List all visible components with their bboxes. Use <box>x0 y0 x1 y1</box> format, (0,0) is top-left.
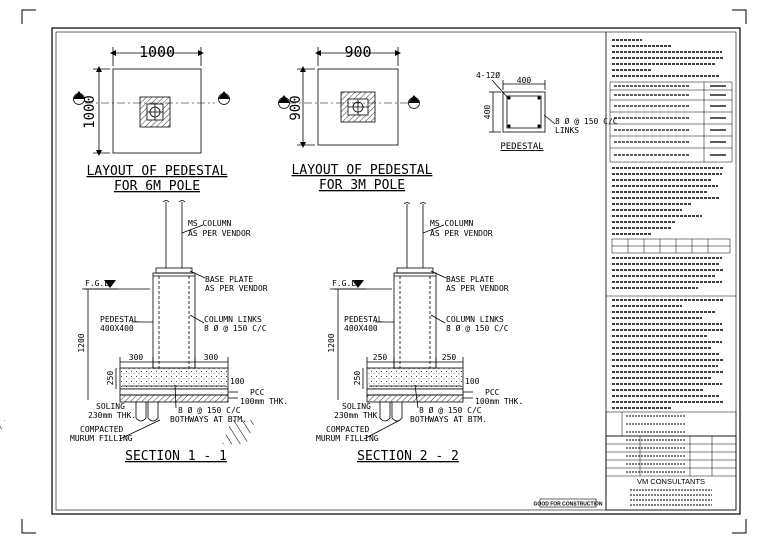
sheet-border <box>21 9 747 534</box>
svg-text:GOOD FOR CONSTRUCTION: GOOD FOR CONSTRUCTION <box>534 502 603 508</box>
title-block-rows <box>626 415 686 473</box>
plan-3m-width-dim: 900 <box>344 43 371 61</box>
s2-links-2: 8 Ø @ 150 C/C <box>446 323 509 333</box>
s1-pedestal-1: PEDESTAL <box>100 315 139 324</box>
s1-soling-2: 230mm THK. <box>88 411 136 420</box>
s2-pedestal-1: PEDESTAL <box>344 315 383 324</box>
section-marker-left-2 <box>278 95 290 109</box>
plan-3m-side-dim: 900 <box>288 95 304 120</box>
s1-height-dim: 1200 <box>77 333 86 352</box>
section-marker-right-1 <box>218 91 230 105</box>
notes-text-block <box>612 39 726 409</box>
s1-base-plate-2: AS PER VENDOR <box>205 284 268 293</box>
plan-6m-title-line2: FOR 6M POLE <box>114 179 200 194</box>
section-marker-right-2 <box>408 95 420 109</box>
plan-6m-title-line1: LAYOUT OF PEDESTAL <box>87 164 228 179</box>
company-details <box>630 489 712 506</box>
pedestal-width-dim: 400 <box>517 76 532 85</box>
pedestal-links-label: 8 Ø @ 150 C/C <box>555 116 618 126</box>
schedule-table <box>609 81 733 163</box>
s1-links-2: 8 Ø @ 150 C/C <box>204 323 267 333</box>
s2-base-plate-2: AS PER VENDOR <box>446 284 509 293</box>
s2-soling-1: SOLING <box>342 402 371 411</box>
company-name: VM CONSULTANTS <box>637 477 705 486</box>
pedestal-detail: 4-12Ø 400 400 8 Ø @ 150 C/C LINKS PEDEST… <box>476 70 618 152</box>
s2-pedestal-2: 400X400 <box>344 324 378 333</box>
s2-width-right: 250 <box>442 353 457 362</box>
s1-soling-1: SOLING <box>96 402 125 411</box>
pedestal-links-label-2: LINKS <box>555 126 579 135</box>
pedestal-height-dim: 400 <box>483 105 492 120</box>
plan-6m-pole: 1000 1000 LAYOUT OF PEDESTAL FOR 6M POLE <box>73 43 230 194</box>
plan-3m-pole: 900 900 LAYOUT OF PEDESTAL FOR 3M POLE <box>278 43 433 193</box>
section-2-title: SECTION 2 - 2 <box>357 449 459 464</box>
plan-6m-width-dim: 1000 <box>139 43 175 61</box>
s1-pcc-dim: 100 <box>230 377 245 386</box>
s1-links-1: COLUMN LINKS <box>204 315 262 324</box>
s2-ms-column-1: MS COLUMN <box>430 219 474 228</box>
s2-soling-2: 230mm THK. <box>334 411 382 420</box>
s1-pcc-2: 100mm THK. <box>240 397 288 406</box>
section-marker-left-1 <box>73 91 85 105</box>
s2-murum-1: COMPACTED <box>326 425 370 434</box>
s1-pcc-1: PCC <box>250 388 265 397</box>
good-for-construction-stamp: GOOD FOR CONSTRUCTION <box>534 498 603 508</box>
s2-murum-2: MURUM FILLING <box>316 434 379 443</box>
s2-fgl: F.G.L. <box>332 279 361 288</box>
s2-height-dim: 1200 <box>327 333 336 352</box>
section-1-1: MS COLUMN AS PER VENDOR F.G.L. BASE PLAT… <box>0 200 288 464</box>
plan-3m-title-line1: LAYOUT OF PEDESTAL <box>292 163 433 178</box>
s2-width-left: 250 <box>373 353 388 362</box>
s1-fgl: F.G.L. <box>85 279 114 288</box>
section-2-2: MS COLUMN AS PER VENDOR F.G.L. BASE PLAT… <box>222 202 523 464</box>
s1-width-left: 300 <box>129 353 144 362</box>
notes-panel <box>605 32 736 510</box>
lap-table <box>611 238 731 254</box>
pedestal-bars-label: 4-12Ø <box>476 70 500 80</box>
s1-ms-column-1: MS COLUMN <box>188 219 232 228</box>
s2-bottom-bars-2: BOTHWAYS AT BTM. <box>410 415 487 424</box>
section-1-title: SECTION 1 - 1 <box>125 449 227 464</box>
s2-links-1: COLUMN LINKS <box>446 315 504 324</box>
s2-base-plate-1: BASE PLATE <box>446 275 494 284</box>
s2-footing-thk: 250 <box>353 371 362 386</box>
s1-footing-thk: 250 <box>106 371 115 386</box>
s1-murum-2: MURUM FILLING <box>70 434 133 443</box>
plan-6m-side-dim: 1000 <box>82 95 98 129</box>
s1-width-right: 300 <box>204 353 219 362</box>
s1-murum-1: COMPACTED <box>80 425 124 434</box>
pedestal-title: PEDESTAL <box>500 142 543 152</box>
s1-bottom-bars-1: 8 Ø @ 150 C/C <box>178 405 241 415</box>
s1-base-plate-1: BASE PLATE <box>205 275 253 284</box>
s2-pcc-2: 100mm THK. <box>475 397 523 406</box>
s1-bottom-bars-2: BOTHWAYS AT BTM. <box>170 415 247 424</box>
s2-pcc-1: PCC <box>485 388 500 397</box>
title-block: VM CONSULTANTS <box>605 411 737 511</box>
s2-bottom-bars-1: 8 Ø @ 150 C/C <box>419 405 482 415</box>
s2-ms-column-2: AS PER VENDOR <box>430 229 493 238</box>
s1-pedestal-2: 400X400 <box>100 324 134 333</box>
plan-3m-title-line2: FOR 3M POLE <box>319 178 405 193</box>
s1-ms-column-2: AS PER VENDOR <box>188 229 251 238</box>
s2-pcc-dim: 100 <box>465 377 480 386</box>
